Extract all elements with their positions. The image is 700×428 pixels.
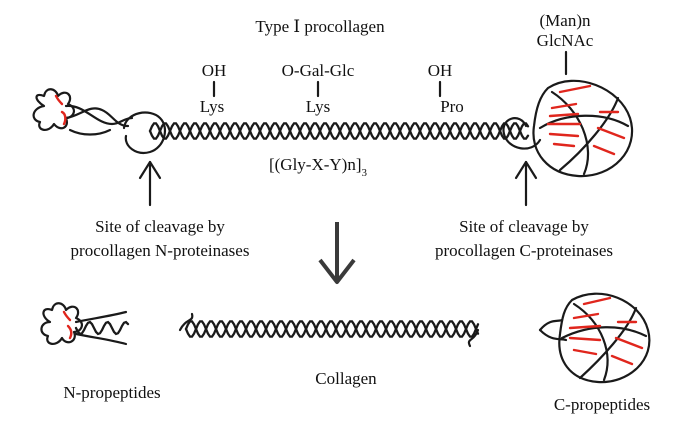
c-propeptide-fragment [538,292,651,384]
lys-oh-residue-label: Lys [200,97,225,116]
lys-sugar-group-label: O-Gal-Glc [282,61,355,80]
lys-oh-group-label: OH [202,61,227,80]
c-propeptides-label: C-propeptides [554,395,650,414]
n-cleavage-line1: Site of cleavage by [95,217,225,236]
c-cleavage-loop-top [502,117,542,150]
carbohydrate-glcnac-label: GlcNAc [537,31,594,50]
c-cleavage-line1: Site of cleavage by [459,217,589,236]
diagram-title: Type Ⅰ procollagen [255,17,385,36]
c-cleavage-arrow [514,160,538,207]
n-propeptides-label: N-propeptides [63,383,160,402]
n-cleavage-line2: procollagen N-proteinases [71,241,250,260]
n-globular-domain-top [32,88,134,136]
collagen-label: Collagen [315,369,377,388]
c-cleavage-line2: procollagen C-proteinases [435,241,613,260]
pro-oh-residue-label: Pro [440,97,464,116]
mature-collagen-helix [178,312,480,348]
gly-x-y-repeat-label: [(Gly-X-Y)n]3 [269,155,368,179]
n-cleavage-arrow [138,160,162,207]
c-globular-domain-top [532,79,633,178]
lys-sugar-residue-label: Lys [306,97,331,116]
process-down-arrow [318,222,356,284]
repeat-subscript: 3 [362,167,368,179]
n-propeptide-fragment [40,302,130,346]
pro-oh-group-label: OH [428,61,453,80]
procollagen-triple-helix [148,122,530,140]
carbohydrate-man-label: (Man)n [540,11,591,30]
